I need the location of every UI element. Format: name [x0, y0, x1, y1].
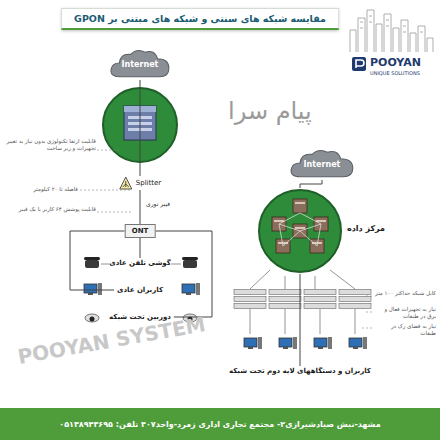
server-link [279, 213, 321, 246]
splitter-symbol [119, 176, 133, 190]
server-icon [293, 199, 307, 213]
device-icons [84, 257, 100, 268]
switch-stacks [234, 290, 266, 295]
pc-row [314, 337, 332, 349]
note: فیبر نوری [146, 200, 170, 208]
note: کابل شبکه حداکثر ۱۰۰ متر [374, 290, 436, 297]
server-icon [295, 227, 305, 229]
ont-box: ONT [125, 224, 156, 238]
title-band: مقایسه شبکه های سنتی و شبکه های مبتنی بر… [61, 8, 339, 30]
leader-line [80, 150, 132, 212]
internet-cloud-text: Internet [304, 160, 341, 169]
note: نیاز به تجهیزات فعال و برق در طبقات [374, 306, 436, 320]
ont-box-text: ONT [132, 227, 149, 235]
switch-stacks [304, 304, 336, 309]
device-icons [84, 283, 102, 295]
footer-band-text: مشهد-نبش صیادشیرازی۲- مجتمع تجاری اداری … [59, 420, 380, 429]
switch-stacks [269, 297, 301, 302]
server-icon [293, 199, 307, 213]
splitter-symbol [120, 177, 132, 189]
server-icon [316, 220, 326, 222]
switch-stacks [339, 304, 371, 309]
note: قابلیت پوشش ۶۴ کاربر با یک فیبر [4, 206, 96, 213]
cloud-shape [291, 151, 353, 177]
server-icon [295, 202, 305, 204]
footer-band: مشهد-نبش صیادشیرازی۲- مجتمع تجاری اداری … [0, 408, 440, 440]
pc-row [244, 337, 367, 349]
data-center-shape [259, 190, 341, 272]
device-icons [182, 257, 198, 268]
server-icon [274, 220, 284, 222]
pc-row [279, 337, 297, 349]
splitter-node: Splitter [119, 176, 161, 190]
internet-cloud: Internet [109, 48, 171, 80]
device-icons [182, 283, 200, 295]
logo-mark [352, 57, 366, 71]
device-label-text: گوشی تلفن عادی [109, 259, 171, 267]
device-label: گوشی تلفن عادی [106, 258, 174, 268]
connector [140, 80, 141, 176]
data-center-circle-text: مرکز داده [347, 224, 385, 233]
switch-stacks [304, 297, 336, 302]
internet-cloud-text: Internet [122, 60, 159, 69]
cloud-shape [111, 51, 169, 77]
leader-line [362, 296, 372, 328]
skyline-logo [360, 16, 423, 32]
switch-stacks [339, 297, 371, 302]
connector [300, 274, 301, 366]
logo-mark [356, 60, 364, 68]
splitter-symbol [123, 181, 129, 187]
switch-stacks [304, 290, 336, 295]
skyline-logo [350, 10, 433, 52]
internet-cloud: Internet [289, 148, 355, 180]
connector [140, 238, 141, 258]
device-label-text: کاربران عادی [117, 286, 163, 294]
switch-stacks [269, 304, 301, 309]
pc-row [349, 337, 367, 349]
device-icons [85, 314, 99, 322]
switch-stacks [234, 290, 371, 309]
switch-stacks [339, 290, 371, 295]
note: فاصله تا ۲۰ کیلومتر [4, 186, 78, 193]
data-center-shape [257, 188, 343, 274]
note: نیاز به فضای رک در طبقات [374, 323, 436, 337]
switch-stacks [234, 297, 266, 302]
switch-stacks [269, 290, 301, 295]
title-text: مقایسه شبکه های سنتی و شبکه های مبتنی بر… [74, 13, 326, 24]
logo-mark [352, 57, 366, 71]
watermark: POOYAN SYSTEM [16, 312, 208, 370]
leader-line [80, 190, 132, 191]
brand-watermark: پیام سرا [228, 96, 312, 126]
data-center-circle: مرکز داده [257, 188, 343, 274]
user-label: کاربران و دستگاههای لایه دوم تحت شبکه [212, 366, 388, 376]
user-label-text: کاربران و دستگاههای لایه دوم تحت شبکه [215, 367, 385, 375]
logo-text: POOYAN [370, 56, 421, 70]
skyline-logo [350, 10, 433, 52]
connector [140, 190, 141, 224]
device-label: کاربران عادی [114, 285, 166, 295]
leader-line [97, 212, 132, 213]
leader-line [362, 296, 372, 328]
splitter-node-text: Splitter [136, 179, 161, 187]
logo-subtitle: UNIQUE SOLUTIONS [370, 70, 420, 76]
switch-wire [250, 270, 355, 334]
pc-row [244, 337, 262, 349]
note: قابلیت ارتقا تکنولوژی بدون نیاز به تغییر… [4, 138, 96, 152]
switch-wire [250, 309, 355, 334]
connector [155, 231, 212, 317]
connector [300, 180, 322, 188]
leader-line [97, 150, 120, 151]
switch-stacks [234, 304, 266, 309]
